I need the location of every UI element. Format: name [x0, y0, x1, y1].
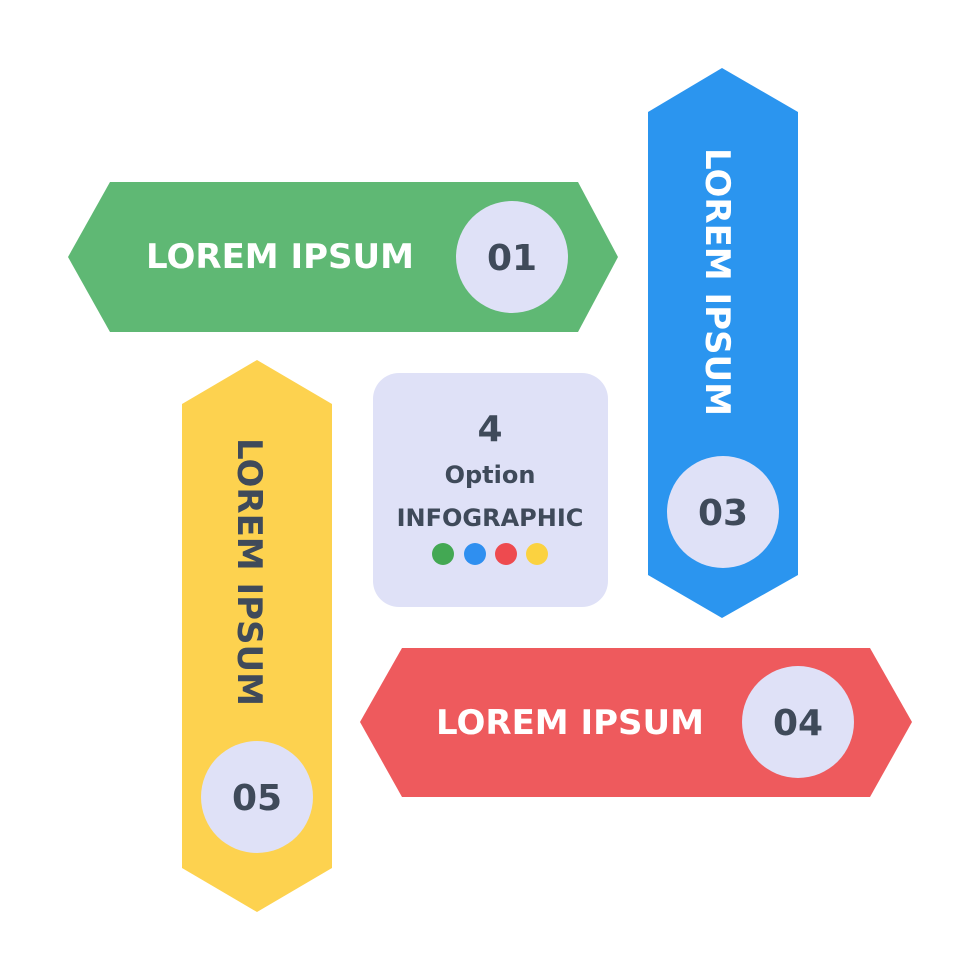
banner-03: LOREM IPSUM 03	[648, 68, 798, 618]
banner-04: LOREM IPSUM 04	[360, 648, 912, 797]
banner-04-label: LOREM IPSUM	[436, 703, 704, 743]
center-card-dot-green	[432, 543, 454, 565]
banner-01-number-badge	[456, 201, 568, 313]
banner-05-number: 05	[232, 778, 282, 819]
banner-04-number: 04	[773, 703, 823, 744]
banner-05-number-badge	[201, 741, 313, 853]
center-card: 4 Option INFOGRAPHIC	[373, 373, 608, 607]
center-card-dot-red	[495, 543, 517, 565]
banner-01-number: 01	[487, 238, 537, 279]
banner-04-number-badge	[742, 666, 854, 778]
banner-03-label: LOREM IPSUM	[697, 148, 737, 416]
center-card-option-text: Option	[445, 461, 536, 489]
banner-03-number: 03	[698, 493, 748, 534]
center-card-infographic-text: INFOGRAPHIC	[397, 504, 584, 532]
center-card-number: 4	[477, 409, 502, 450]
center-card-dot-yellow	[526, 543, 548, 565]
banner-05: LOREM IPSUM 05	[182, 360, 332, 912]
banner-03-number-badge	[667, 456, 779, 568]
banner-01: LOREM IPSUM 01	[68, 182, 618, 332]
center-card-background	[373, 373, 608, 607]
center-card-dot-blue	[464, 543, 486, 565]
banner-05-label: LOREM IPSUM	[229, 438, 269, 706]
banner-01-label: LOREM IPSUM	[146, 237, 414, 277]
